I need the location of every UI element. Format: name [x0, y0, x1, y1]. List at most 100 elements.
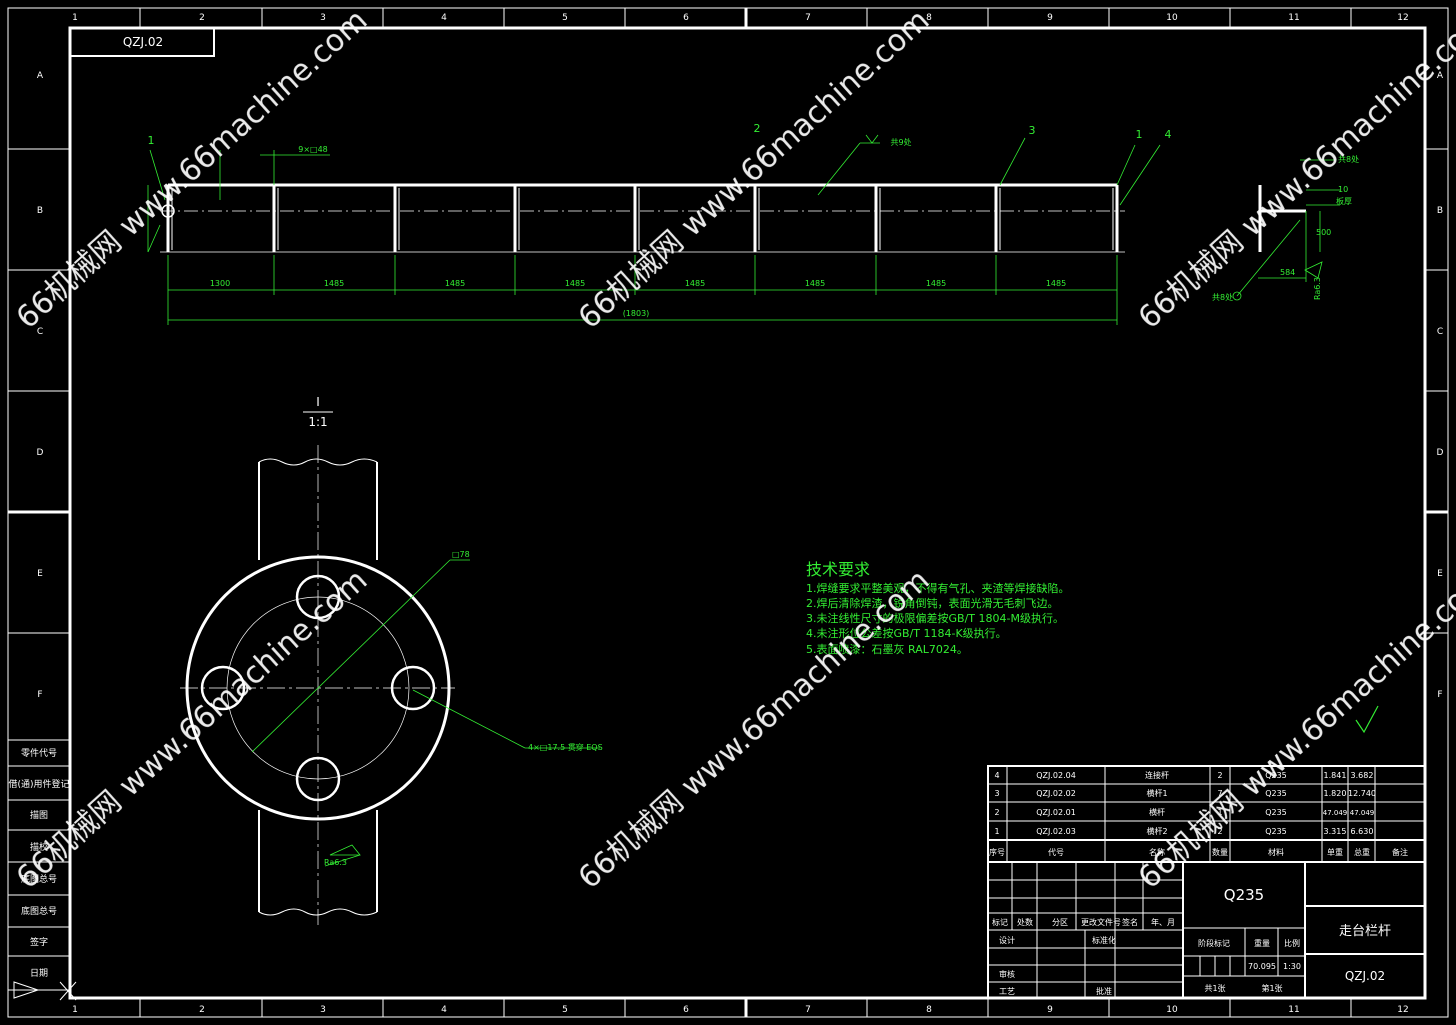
watermarks: 66机械网 www.66machine.com 66机械网 www.66mach… [10, 3, 1456, 896]
review-label: 审核 [999, 969, 1015, 979]
watermark: 66机械网 www.66machine.com [572, 563, 936, 896]
tech-item: 4.未注形位公差按GB/T 1184-K级执行。 [806, 626, 1007, 640]
col-label: 11 [1288, 1005, 1299, 1015]
side-label: 零件代号 [21, 747, 57, 759]
detail-view: I 1:1 □78 [180, 395, 603, 925]
row-label: E [1437, 569, 1443, 579]
dim-label: 584 [1280, 268, 1295, 277]
row-label: A [37, 71, 44, 81]
watermark: 66机械网 www.66machine.com [1132, 563, 1456, 896]
col-label: 6 [683, 13, 689, 23]
sheet-number: 第1张 [1261, 983, 1282, 993]
tech-item: 5.表面喷漆：石墨灰 RAL7024。 [806, 642, 968, 656]
railing-side-view: 共8处 共8处 10 板厚 500 584 Ra6.3 [1212, 154, 1359, 302]
watermark: 66机械网 www.66machine.com [10, 3, 374, 336]
bom-cell: Q235 [1265, 771, 1287, 780]
projection-symbol [13, 981, 77, 1001]
rev-header: 处数 [1017, 917, 1033, 927]
callout: 4 [1165, 128, 1172, 141]
col-label: 1 [72, 13, 78, 23]
scale-value: 1:30 [1283, 962, 1301, 971]
design-label: 设计 [999, 935, 1015, 945]
side-label: 描图 [30, 809, 48, 821]
bom-cell: 12.740 [1348, 789, 1376, 798]
bom-cell: 2 [994, 808, 999, 817]
dim-label: 1485 [324, 279, 344, 288]
row-label: D [37, 448, 44, 458]
row-label: F [37, 690, 42, 700]
col-label: 6 [683, 1005, 689, 1015]
dim-label: 10 [1338, 185, 1348, 194]
rev-header: 标记 [992, 917, 1008, 927]
rev-header: 分区 [1052, 918, 1068, 927]
callout: 2 [754, 122, 761, 135]
general-roughness-check [1355, 705, 1379, 734]
bom-header-cell: 序号 [989, 847, 1005, 857]
row-label: D [1437, 448, 1444, 458]
process-label: 工艺 [999, 987, 1015, 996]
col-label: 5 [562, 13, 568, 23]
col-label: 12 [1397, 1005, 1408, 1015]
bom-cell: 2 [1217, 827, 1222, 836]
bom-header-cell: 总重 [1354, 847, 1370, 857]
side-label: 底图总号 [21, 905, 57, 917]
col-label: 2 [199, 13, 205, 23]
col-label: 11 [1288, 13, 1299, 23]
part-name: 走台栏杆 [1339, 924, 1391, 939]
approve-label: 批准 [1096, 986, 1112, 996]
bom-header-cell: 单重 [1327, 847, 1343, 857]
rev-header: 年、月 [1151, 917, 1175, 927]
bom-header-cell: 材料 [1268, 847, 1284, 857]
bom-row: 2 QZJ.02.01 横杆 1 Q235 47.049 47.049 [994, 807, 1374, 817]
weight-value: 70.095 [1248, 962, 1276, 971]
bom-header-cell: 代号 [1048, 847, 1064, 857]
bom-cell: 连接杆 [1145, 770, 1169, 780]
col-label: 2 [199, 1005, 205, 1015]
bom-cell: 3.682 [1351, 771, 1374, 780]
weld-note: 共9处 [890, 137, 911, 147]
drawing-frame [7, 7, 1449, 1018]
bom-cell: 3.315 [1324, 827, 1347, 836]
bom-cell: 横杆 [1149, 807, 1165, 817]
bom-cell: 1.820 [1324, 789, 1347, 798]
col-label: 4 [441, 13, 447, 23]
holes-label: 4×□17.5 贯穿 EQS [528, 742, 603, 752]
dim-label: 1300 [210, 279, 230, 288]
dim-label: 1485 [445, 279, 465, 288]
bom-cell: 横杆1 [1146, 788, 1167, 798]
frame-labels: 1 2 3 4 5 6 7 8 9 10 11 12 1 2 3 4 5 6 7… [37, 13, 1444, 1015]
row-label: C [1437, 327, 1443, 337]
bom-cell: 2 [1217, 771, 1222, 780]
side-label: 底图总号 [21, 873, 57, 885]
dim-label: 1485 [926, 279, 946, 288]
side-label: 描校 [30, 841, 48, 853]
roughness-label: Ra6.3 [1313, 277, 1322, 300]
bom-cell: QZJ.02.03 [1036, 827, 1076, 836]
bom-row: 3 QZJ.02.02 横杆1 7 Q235 1.820 12.740 [994, 788, 1376, 798]
roughness-label: Ra6.3 [324, 858, 347, 867]
col-label: 9 [1047, 13, 1053, 23]
bom-cell: 1 [994, 827, 999, 836]
bom-cell: 3 [994, 789, 999, 798]
standard-label: 标准化 [1092, 935, 1116, 945]
weight-label: 重量 [1254, 938, 1270, 948]
tech-title: 技术要求 [806, 560, 870, 579]
bom-row: 4 QZJ.02.04 连接杆 2 Q235 1.841 3.682 [994, 770, 1373, 780]
tech-item: 3.未注线性尺寸的极限偏差按GB/T 1804-M级执行。 [806, 611, 1064, 625]
callout: 1 [1136, 128, 1143, 141]
tech-item: 1.焊缝要求平整美观，不得有气孔、夹渣等焊接缺陷。 [806, 581, 1070, 595]
bom-cell: 4 [994, 771, 999, 780]
dim-label: 板厚 [1336, 196, 1352, 206]
material-label: Q235 [1224, 886, 1264, 904]
title-block [987, 861, 1426, 999]
col-label: 3 [320, 1005, 326, 1015]
bom-cell: 1 [1217, 808, 1222, 817]
col-label: 3 [320, 13, 326, 23]
row-label: B [37, 206, 43, 216]
railing-front-view: 1300 1485 1485 1485 1485 1485 1485 1485 … [148, 122, 1172, 325]
col-label: 8 [926, 1005, 932, 1015]
dim-label: 1485 [685, 279, 705, 288]
post-note: 9×□48 [298, 145, 328, 154]
weld-note: 共8处 [1338, 154, 1359, 164]
watermark: 66机械网 www.66machine.com [572, 3, 936, 336]
